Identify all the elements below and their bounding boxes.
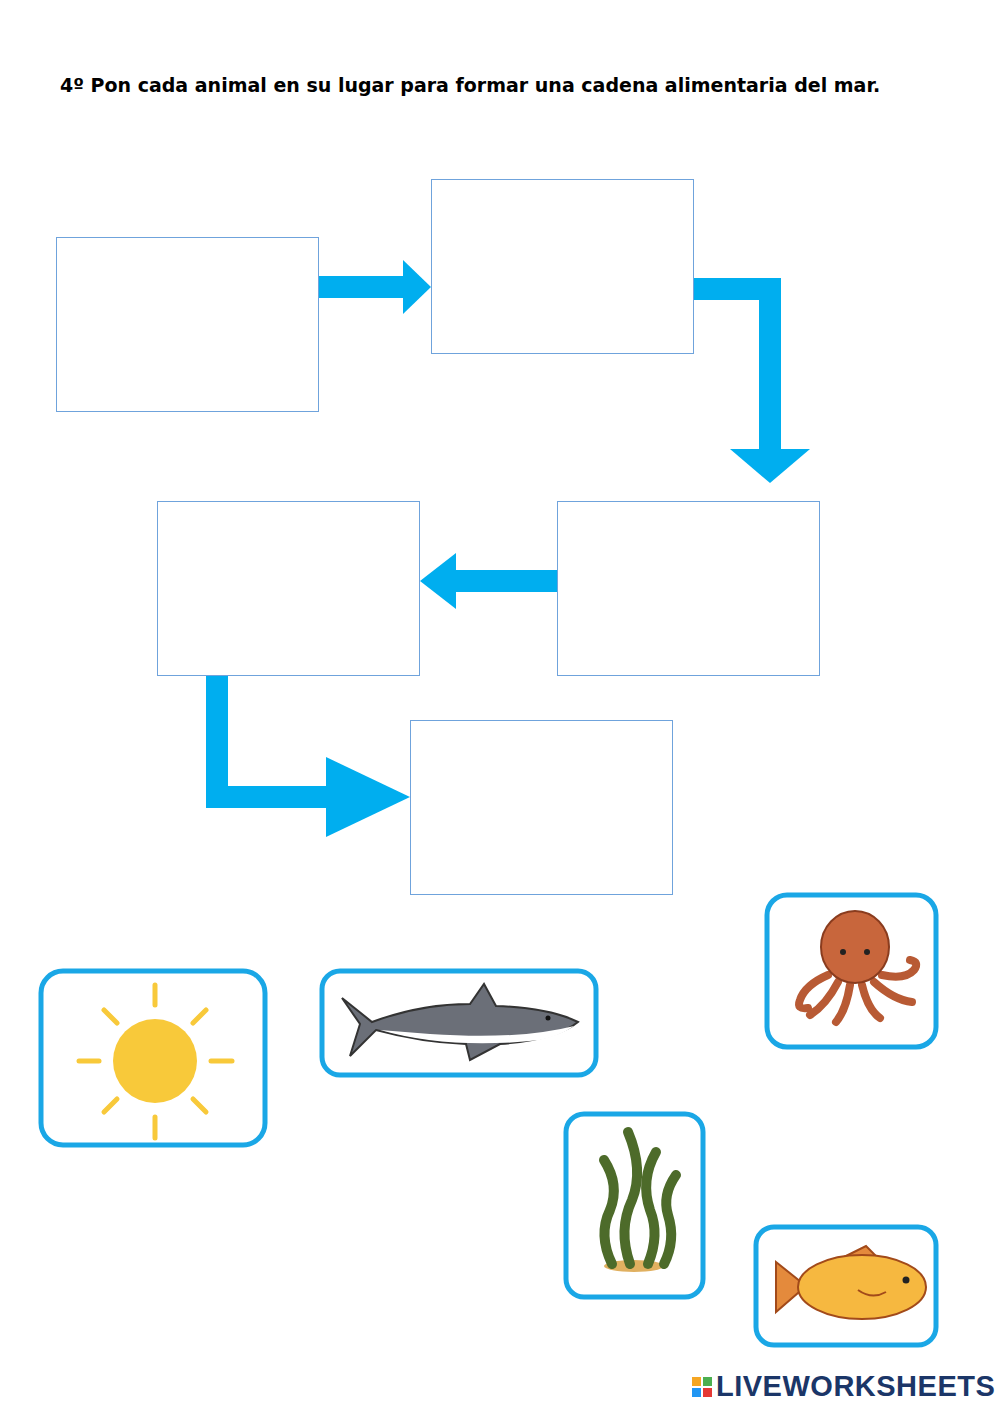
seaweed-card — [566, 1114, 703, 1297]
logo-mark — [692, 1377, 712, 1397]
answer-box — [431, 179, 694, 354]
octopus-card — [767, 895, 936, 1047]
arrow-shaft — [319, 276, 405, 298]
answer-box — [557, 501, 820, 676]
fish-card — [756, 1227, 936, 1345]
arrow-shaft — [217, 676, 328, 797]
arrow-head — [420, 553, 456, 609]
arrow-head — [403, 260, 431, 314]
answer-box — [157, 501, 420, 676]
arrow-head — [730, 449, 810, 483]
flow-arrow — [420, 553, 557, 609]
flow-arrow — [217, 676, 410, 837]
arrow-shaft — [694, 289, 770, 451]
watermark: LIVEWORKSHEETS — [716, 1370, 995, 1403]
arrow-head — [326, 757, 410, 837]
worksheet-title: 4º Pon cada animal en su lugar para form… — [60, 60, 900, 110]
flow-arrow — [694, 289, 810, 483]
answer-box — [410, 720, 673, 895]
shark-card — [322, 971, 596, 1075]
flow-arrow — [319, 260, 431, 314]
arrow-shaft — [454, 570, 557, 592]
sun-card — [41, 971, 265, 1145]
answer-box — [56, 237, 319, 412]
